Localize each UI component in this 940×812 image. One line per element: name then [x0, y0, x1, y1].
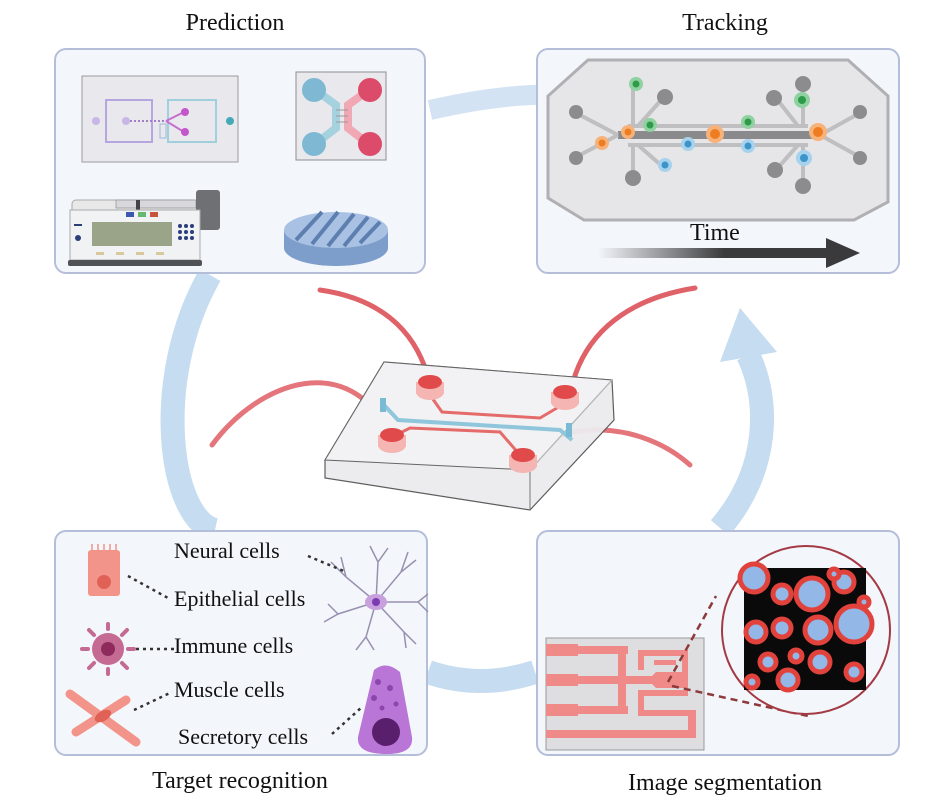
cell-illustrations: [65, 544, 429, 754]
time-label: Time: [690, 220, 740, 246]
tracking-illustrations: [546, 58, 890, 268]
cell-type-epithelial: Epithelial cells: [174, 586, 306, 611]
cell-migration-chip-icon: [546, 58, 890, 222]
immune-cell-icon: [80, 622, 136, 676]
muscle-cell-icon: [65, 689, 141, 747]
epithelial-cell-icon: [88, 544, 120, 596]
secretory-cell-icon: [357, 665, 413, 754]
target-recognition-title: Target recognition: [152, 768, 328, 794]
reservoir-icon: [378, 375, 579, 473]
tracked-cell-icon: [595, 77, 827, 172]
segmentation-result-icon: [721, 545, 891, 715]
tracking-panel: Time: [536, 48, 900, 274]
chip-layout-icon: [545, 637, 705, 751]
cell-type-muscle: Muscle cells: [174, 677, 285, 702]
microfluidic-layout-icon: [81, 75, 239, 163]
grooved-disc-icon: [284, 210, 388, 266]
image-segmentation-title: Image segmentation: [628, 770, 822, 796]
time-arrow-icon: [598, 238, 860, 268]
organ-chip-icon: [324, 361, 615, 511]
connector-lines: [127, 554, 363, 735]
two-chamber-chip-icon: [295, 71, 387, 161]
cell-type-immune: Immune cells: [174, 633, 294, 658]
neural-cell-icon: [323, 545, 429, 651]
tracking-title: Tracking: [682, 10, 768, 36]
prediction-title: Prediction: [185, 10, 285, 36]
cell-type-neural: Neural cells: [174, 538, 280, 563]
syringe-pump-icon: [68, 190, 220, 266]
image-segmentation-panel: [536, 530, 900, 756]
segmentation-illustrations: [545, 545, 891, 751]
target-recognition-panel: Neural cells Epithelial cells Immune cel…: [54, 530, 429, 756]
prediction-panel: [54, 48, 426, 274]
cell-type-secretory: Secretory cells: [178, 724, 309, 749]
prediction-illustrations: [68, 71, 388, 266]
zoom-lines: [666, 595, 809, 718]
